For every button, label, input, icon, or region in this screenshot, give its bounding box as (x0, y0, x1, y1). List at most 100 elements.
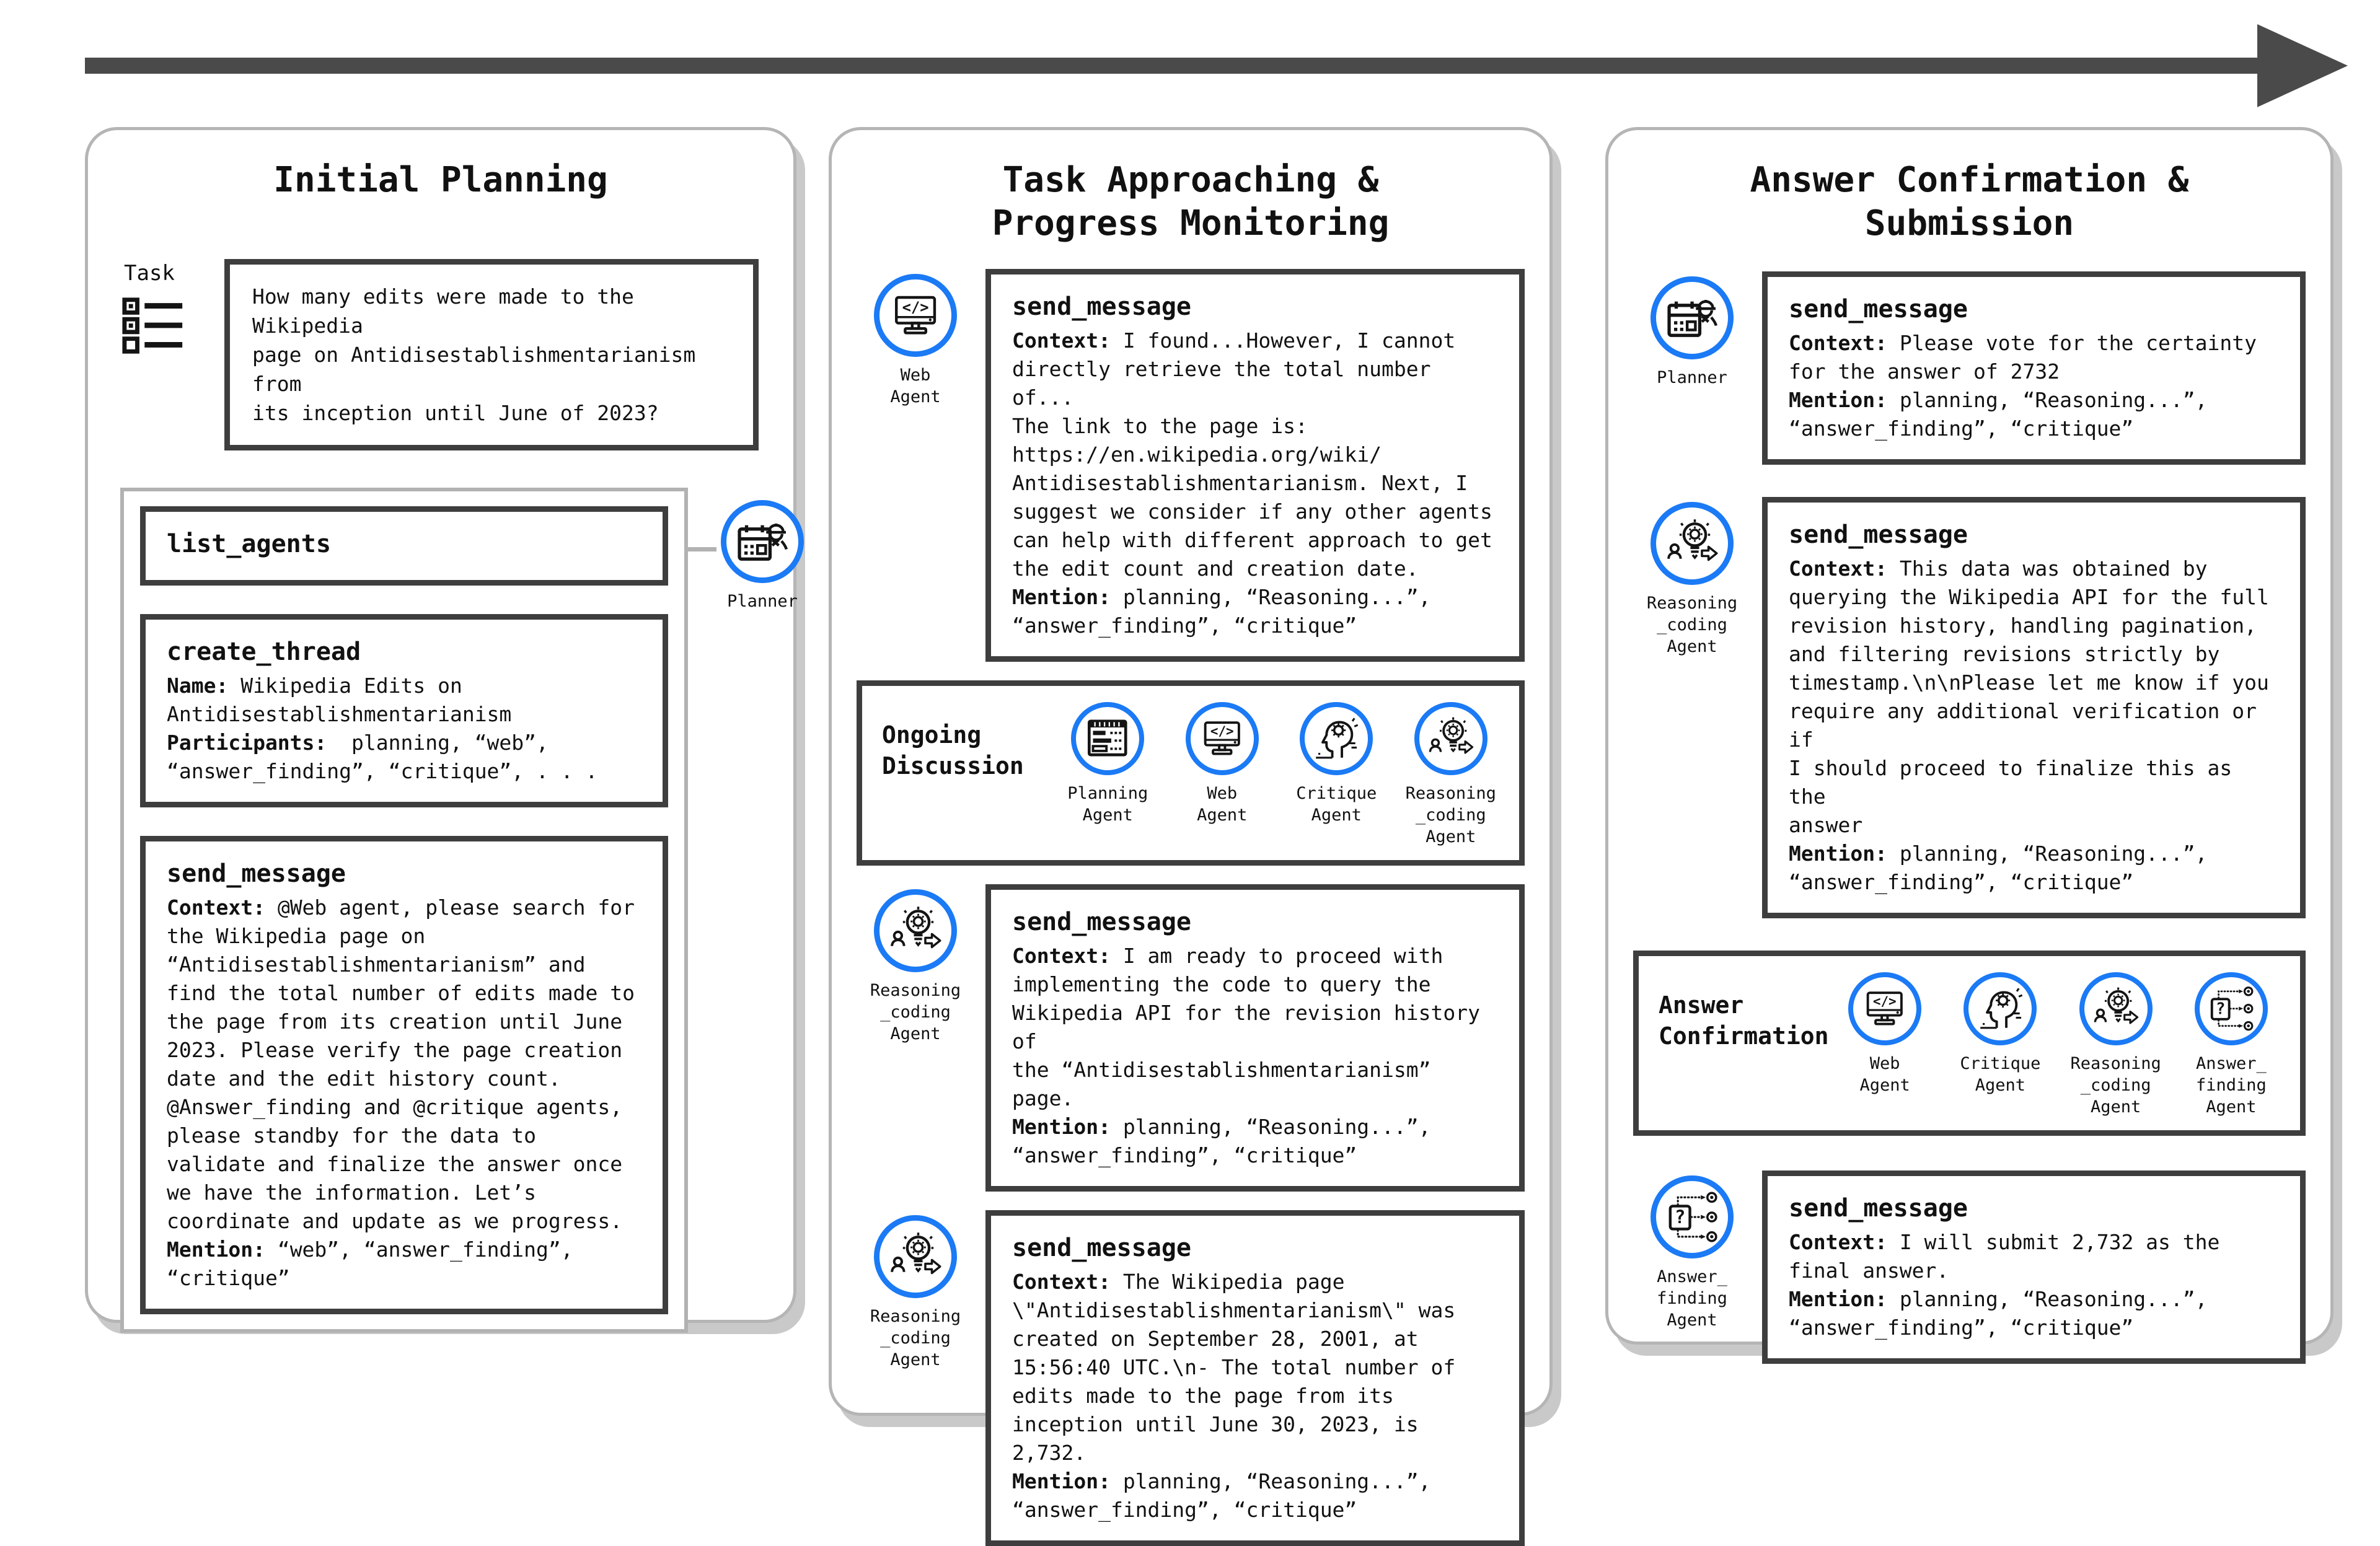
message-mention: Mention: planning, “Reasoning...”, “answ… (1012, 1469, 1431, 1522)
thread-participants: Participants: planning, “web”, “answer_f… (167, 731, 598, 783)
tool-name: send_message (1012, 1234, 1191, 1262)
message-context: Context: I found...However, I cannot dir… (1012, 328, 1492, 581)
send-message-box: send_message Context: @Web agent, please… (140, 836, 668, 1314)
reasoning-coding-agent: Reasoning _coding Agent (857, 884, 974, 1192)
web-agent: Web Agent (857, 269, 974, 662)
reasoning-coding-agent-icon (1414, 702, 1488, 775)
tool-name: create_thread (167, 638, 361, 666)
agent-label: Web Agent (1197, 784, 1248, 825)
planner-connector-line (684, 547, 716, 551)
reasoning-coding-agent: Reasoning _coding Agent (857, 1210, 974, 1546)
planner-icon (721, 500, 804, 583)
message-mention: Mention: “web”, “answer_finding”, “criti… (167, 1237, 573, 1290)
planning-tools-wrap: Planner list_agents create_thread Name: … (120, 488, 804, 1333)
agent-label: Planner (1657, 368, 1727, 387)
answer-confirmation-label: Answer Confirmation (1659, 991, 1829, 1050)
tool-name: send_message (167, 859, 346, 888)
planner-agent: Planner (708, 500, 817, 612)
panel-title: Answer Confirmation & Submission (1750, 160, 2189, 244)
web-agent-row: Web Agent send_message Context: I found.… (857, 269, 1525, 662)
message-mention: Mention: planning, “Reasoning...”, “answ… (1789, 841, 2208, 894)
tool-name: list_agents (167, 530, 331, 558)
planner-actions-container: list_agents create_thread Name: Wikipedi… (120, 488, 688, 1333)
agent-label: Critique Agent (1960, 1054, 2041, 1095)
agent-label: Reasoning _coding Agent (1405, 784, 1496, 846)
panel-title: Initial Planning (273, 160, 608, 200)
answer-confirmation-box: Answer Confirmation Web Agent Critique A… (1633, 951, 2306, 1136)
web-agent-icon (874, 274, 957, 357)
list-agents-box: list_agents (140, 506, 668, 586)
message-mention: Mention: planning, “Reasoning...”, “answ… (1789, 1287, 2208, 1340)
reasoning-row: Reasoning _coding Agent send_message Con… (857, 1210, 1525, 1546)
message-mention: Mention: planning, “Reasoning...”, “answ… (1012, 585, 1431, 638)
agent-label: Critique Agent (1296, 784, 1377, 825)
agent-label: Reasoning _coding Agent (1646, 594, 1738, 656)
planning-agent-icon (1071, 702, 1145, 775)
message-context: Context: This data was obtained by query… (1789, 556, 2269, 837)
ongoing-discussion-label: Ongoing Discussion (882, 721, 1024, 780)
agent-label: Planning Agent (1067, 784, 1148, 825)
message-context: Context: @Web agent, please search for t… (167, 895, 635, 1233)
reasoning-coding-agent: Reasoning _coding Agent (1394, 702, 1509, 848)
web-agent: Web Agent (1165, 702, 1280, 848)
tool-name: send_message (1789, 295, 1968, 323)
answer-finding-row: Answer_ finding Agent send_message Conte… (1633, 1170, 2306, 1364)
task-checklist-icon (120, 295, 187, 357)
agent-label: Answer_ finding Agent (1657, 1267, 1727, 1330)
reasoning-coding-agent: Reasoning _coding Agent (1633, 497, 1751, 918)
planner-agent: Planner (1633, 271, 1751, 465)
send-message-box: send_message Context: I found...However,… (985, 269, 1525, 662)
agent-label: Planner (727, 592, 798, 611)
create-thread-box: create_thread Name: Wikipedia Edits on A… (140, 614, 668, 807)
agent-label: Answer_ finding Agent (2195, 1054, 2267, 1117)
answer-finding-agent: Answer_ finding Agent (1633, 1170, 1751, 1364)
task-column: Task (120, 259, 212, 450)
message-context: Context: I am ready to proceed with impl… (1012, 944, 1480, 1110)
tool-name: send_message (1789, 1194, 1968, 1223)
critique-agent-icon (1300, 702, 1373, 775)
planner-row: Planner send_message Context: Please vot… (1633, 271, 2306, 465)
workflow-progress-arrow (85, 24, 2348, 107)
reasoning-row: Reasoning _coding Agent send_message Con… (1633, 497, 2306, 918)
reasoning-coding-agent-icon (1651, 502, 1734, 585)
message-mention: Mention: planning, “Reasoning...”, “answ… (1012, 1115, 1431, 1167)
agent-label: Reasoning _coding Agent (2070, 1054, 2161, 1117)
panel-initial-planning: Initial Planning Task How many edits wer… (85, 127, 804, 1333)
send-message-box: send_message Context: This data was obta… (1762, 497, 2306, 918)
agent-label: Web Agent (890, 366, 941, 406)
send-message-box: send_message Context: Please vote for th… (1762, 271, 2306, 465)
critique-agent-icon (1963, 972, 2037, 1045)
tool-name: send_message (1012, 292, 1191, 321)
reasoning-coding-agent: Reasoning _coding Agent (2058, 972, 2174, 1118)
tool-name: send_message (1012, 908, 1191, 936)
answer-finding-agent-icon (2194, 972, 2268, 1045)
send-message-box: send_message Context: I will submit 2,73… (1762, 1170, 2306, 1364)
thread-name: Name: Wikipedia Edits on Antidisestablis… (167, 674, 512, 726)
task-row: Task How many edits were made to the Wik… (120, 259, 759, 450)
send-message-box: send_message Context: I am ready to proc… (985, 884, 1525, 1192)
agent-label: Reasoning _coding Agent (870, 1307, 961, 1369)
panel-task-approaching: Task Approaching & Progress Monitoring W… (829, 127, 1553, 1546)
reasoning-coding-agent-icon (874, 889, 957, 972)
ongoing-discussion-agents: Planning Agent Web Agent Critique Agent … (1051, 702, 1508, 848)
web-agent-icon (1848, 972, 1922, 1045)
web-agent: Web Agent (1827, 972, 1942, 1118)
answer-confirmation-agents: Web Agent Critique Agent Reasoning _codi… (1827, 972, 2289, 1118)
message-context: Context: Please vote for the certainty f… (1789, 331, 2257, 384)
planner-icon (1651, 276, 1734, 359)
reasoning-row: Reasoning _coding Agent send_message Con… (857, 884, 1525, 1192)
reasoning-coding-agent-icon (874, 1215, 957, 1298)
message-mention: Mention: planning, “Reasoning...”, “answ… (1789, 388, 2208, 441)
tool-name: send_message (1789, 520, 1968, 549)
panel-title: Task Approaching & Progress Monitoring (992, 160, 1390, 244)
message-context: Context: The Wikipedia page \"Antidisest… (1012, 1270, 1456, 1465)
agent-label: Reasoning _coding Agent (870, 981, 961, 1043)
reasoning-coding-agent-icon (2079, 972, 2153, 1045)
panel-answer-confirmation: Answer Confirmation & Submission Planner… (1605, 127, 2334, 1364)
agent-label: Web Agent (1859, 1054, 1910, 1095)
answer-finding-agent-icon (1651, 1175, 1734, 1258)
answer-finding-agent: Answer_ finding Agent (2174, 972, 2289, 1118)
critique-agent: Critique Agent (1279, 702, 1394, 848)
planning-agent: Planning Agent (1051, 702, 1165, 848)
web-agent-icon (1185, 702, 1259, 775)
